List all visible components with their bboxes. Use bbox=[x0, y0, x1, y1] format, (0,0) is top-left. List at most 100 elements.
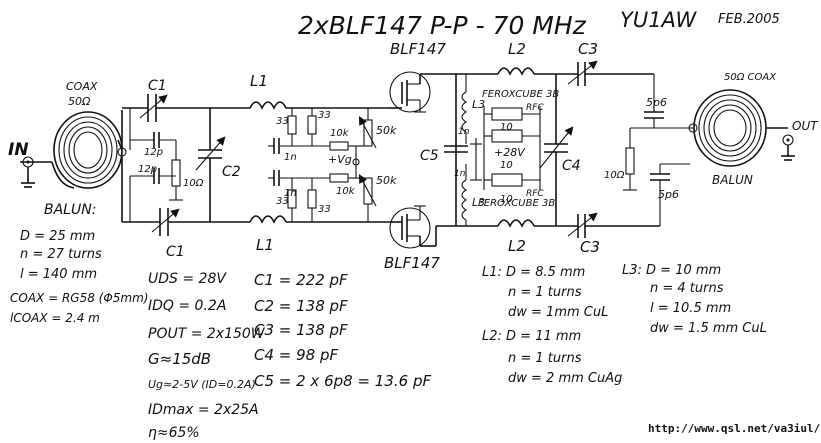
l1-bottom-label: L1 bbox=[256, 236, 274, 254]
l2-top-label: L2 bbox=[508, 40, 526, 58]
l3-top-label: L3 bbox=[472, 98, 485, 111]
input-resistor-10-label: 10Ω bbox=[183, 178, 204, 189]
spec-ratings: UDS = 28V IDQ = 0.2A POUT = 2x150W G≈15d… bbox=[148, 271, 266, 441]
vg-node bbox=[352, 146, 360, 178]
spec-l1-line: dw = 1mm CuL bbox=[508, 305, 608, 320]
cap-5p6-bottom-label: 5p6 bbox=[658, 188, 679, 201]
output-balun-coil bbox=[693, 89, 788, 167]
coax-label-out: 50Ω COAX bbox=[724, 72, 777, 83]
ferox-bottom-label: FEROXCUBE 3B bbox=[478, 198, 555, 209]
output-connector bbox=[781, 134, 795, 161]
cap-12p-bottom bbox=[129, 168, 176, 222]
supply-label: +28V bbox=[494, 146, 526, 159]
r10k-bottom-label: 10k bbox=[336, 186, 356, 197]
out-label: OUT bbox=[792, 119, 819, 133]
output-node bbox=[688, 123, 698, 133]
l1-bottom-inductor bbox=[249, 215, 392, 224]
page-title: 2xBLF147 P-P - 70 MHz bbox=[298, 11, 587, 40]
r10-a-label: 10 bbox=[500, 122, 513, 133]
l3-bottom-label: L3 bbox=[472, 196, 485, 209]
bias-network-top bbox=[268, 108, 377, 154]
r10-c-label: 10 bbox=[500, 194, 513, 205]
spec-rating-line: Ug≈2-5V (ID=0.2A) bbox=[148, 378, 256, 391]
date: FEB.2005 bbox=[718, 12, 780, 27]
spec-l3-line: n = 4 turns bbox=[650, 281, 724, 296]
c3-bottom-label: C3 bbox=[580, 238, 600, 256]
vg-label: +Vg bbox=[328, 153, 352, 166]
callsign: YU1AW bbox=[620, 8, 698, 32]
spec-rating-line: UDS = 28V bbox=[148, 271, 227, 287]
pot-50k-top-label: 50k bbox=[376, 124, 397, 137]
balun-label-out: BALUN bbox=[712, 173, 753, 187]
spec-balun-line: lCOAX = 2.4 m bbox=[10, 311, 100, 325]
blf147-bottom-transistor bbox=[389, 205, 456, 249]
l2-top-inductor bbox=[497, 67, 556, 76]
spec-l3-line: L3: D = 10 mm bbox=[622, 263, 721, 278]
coax-label-in: COAX bbox=[66, 80, 98, 93]
spec-rating-line: IDQ = 0.2A bbox=[148, 298, 226, 314]
cap-1n-top-label: 1n bbox=[284, 152, 297, 163]
cap-5p6-top-label: 5p6 bbox=[646, 96, 667, 109]
spec-l1: L1: D = 8.5 mm n = 1 turns dw = 1mm CuL bbox=[482, 265, 608, 320]
r10k-top-label: 10k bbox=[330, 128, 350, 139]
spec-l2-line: n = 1 turns bbox=[508, 351, 582, 366]
spec-cap-line: C2 = 138 pF bbox=[254, 297, 348, 315]
c3-top-label: C3 bbox=[578, 40, 598, 58]
input-resistor-10 bbox=[169, 140, 183, 201]
l2-bottom-inductor bbox=[497, 219, 556, 228]
cap-1n-c5-top-label: 1n bbox=[458, 127, 470, 137]
cap-1n-c5-bottom-label: 1n bbox=[454, 169, 466, 179]
spec-l2: L2: D = 11 mm n = 1 turns dw = 2 mm CuAg bbox=[482, 329, 622, 386]
spec-l1-line: L1: D = 8.5 mm bbox=[482, 265, 585, 280]
r33-d-label: 33 bbox=[318, 204, 331, 215]
spec-balun-line: COAX = RG58 (Φ5mm) bbox=[10, 291, 148, 305]
spec-balun-in: BALUN: D = 25 mm n = 27 turns l = 140 mm… bbox=[10, 202, 148, 325]
l1-top-inductor bbox=[249, 101, 390, 110]
cap-12p-top-label: 12p bbox=[144, 147, 163, 158]
blf147-top-label: BLF147 bbox=[390, 40, 446, 58]
spec-cap-line: C1 = 222 pF bbox=[254, 271, 348, 289]
output-resistor-10-label: 10Ω bbox=[604, 170, 625, 181]
spec-rating-line: G≈15dB bbox=[148, 350, 211, 368]
l3-bottom-inductor bbox=[461, 164, 468, 226]
spec-capacitors: C1 = 222 pF C2 = 138 pF C3 = 138 pF C4 =… bbox=[254, 271, 431, 390]
r33-a-label: 33 bbox=[276, 116, 289, 127]
c2-label: C2 bbox=[222, 164, 241, 180]
cap-12p-top bbox=[130, 132, 176, 148]
impedance-label-in: 50Ω bbox=[68, 95, 91, 108]
input-connector bbox=[20, 156, 52, 188]
input-balun-coil bbox=[51, 111, 123, 189]
spec-rating-line: POUT = 2x150W bbox=[148, 326, 266, 342]
blf147-top-transistor bbox=[389, 71, 456, 113]
output-match-network bbox=[623, 74, 694, 226]
spec-cap-line: C5 = 2 x 6p8 = 13.6 pF bbox=[254, 372, 431, 390]
l1-top-label: L1 bbox=[250, 72, 268, 90]
spec-l2-line: L2: D = 11 mm bbox=[482, 329, 581, 344]
c2-capacitor bbox=[195, 108, 226, 222]
c5-capacitor bbox=[444, 140, 468, 153]
r10-b-label: 10 bbox=[500, 160, 513, 171]
dc-feed-network bbox=[470, 106, 541, 190]
in-label: IN bbox=[8, 140, 29, 160]
spec-cap-line: C4 = 98 pF bbox=[254, 346, 338, 364]
spec-cap-line: C3 = 138 pF bbox=[254, 321, 348, 339]
cap-12p-bottom-label: 12p bbox=[138, 164, 157, 175]
spec-balun-line: D = 25 mm bbox=[20, 229, 95, 244]
spec-l3-line: dw = 1.5 mm CuL bbox=[650, 321, 767, 336]
r33-c-label: 33 bbox=[276, 196, 289, 207]
bias-network-bottom bbox=[268, 170, 377, 222]
spec-balun-line: n = 27 turns bbox=[20, 247, 102, 262]
rfc-bottom-label: RFC bbox=[526, 189, 544, 199]
l2-bottom-label: L2 bbox=[508, 237, 526, 255]
cap-1n-bottom-label: 1n bbox=[284, 188, 297, 199]
spec-l1-line: n = 1 turns bbox=[508, 285, 582, 300]
ferox-top-label: FEROXCUBE 3B bbox=[482, 89, 559, 100]
blf147-bottom-label: BLF147 bbox=[384, 254, 440, 272]
spec-l3-line: l = 10.5 mm bbox=[650, 301, 731, 316]
spec-balun-line: l = 140 mm bbox=[20, 267, 97, 282]
rfc-top-label: RFC bbox=[526, 103, 544, 113]
c4-capacitor bbox=[539, 74, 574, 226]
l3-top-inductor bbox=[461, 74, 468, 144]
source-url[interactable]: http://www.qsl.net/va3iul/ bbox=[648, 422, 821, 435]
